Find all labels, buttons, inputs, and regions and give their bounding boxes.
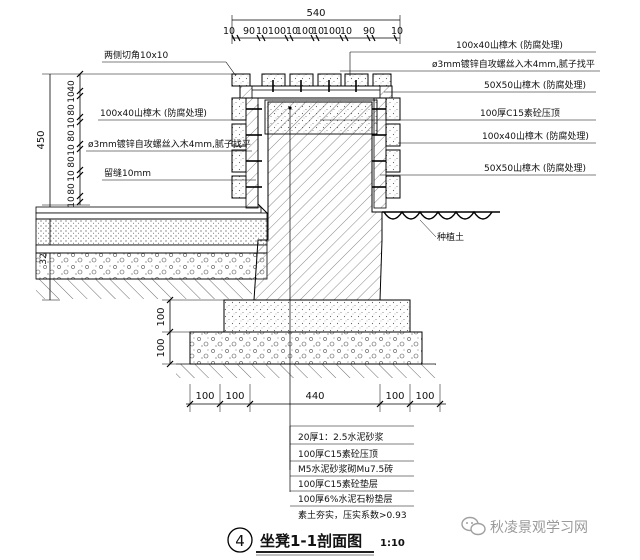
right-callouts: 100x40山樟木 (防腐处理) ø3mm镀锌自攻螺丝入木4mm,腻子找平 50… bbox=[320, 39, 600, 176]
top-seg-3: 10 bbox=[256, 26, 268, 37]
layer-notes: 20厚1：2.5水泥砂浆 100厚C15素砼压顶 M5水泥砂浆砌Mu7.5砖 1… bbox=[289, 425, 414, 521]
callout-right-6: 50X50山樟木 (防腐处理) bbox=[484, 162, 586, 174]
footing-dim-1: 100 bbox=[156, 307, 167, 326]
top-dimension-group: 540 10 90 10 100 10 100 10 100 10 90 10 bbox=[223, 8, 403, 44]
top-seg-9: 10 bbox=[340, 26, 352, 37]
ground-label: 种植土 bbox=[437, 231, 464, 243]
top-total-dimension: 540 bbox=[306, 8, 325, 19]
layer-note-4: 100厚C15素砼垫层 bbox=[298, 478, 378, 490]
callout-right-3: 50X50山樟木 (防腐处理) bbox=[484, 79, 586, 91]
top-seg-8: 100 bbox=[323, 26, 341, 37]
top-seg-5: 10 bbox=[286, 26, 298, 37]
bottom-seg-3: 440 bbox=[305, 391, 324, 402]
watermark-text: 秋凌景观学习网 bbox=[490, 520, 588, 536]
bottom-seg-5: 100 bbox=[415, 391, 434, 402]
callout-right-2: ø3mm镀锌自攻螺丝入木4mm,腻子找平 bbox=[432, 58, 595, 70]
callout-right-5: 100x40山樟木 (防腐处理) bbox=[482, 130, 589, 142]
left-seg-6: 10 bbox=[67, 144, 77, 156]
bottom-dimension-group: 100 100 440 100 100 bbox=[186, 384, 446, 412]
left-total-dimension: 450 bbox=[36, 130, 47, 149]
left-seg-1: 40 bbox=[67, 80, 77, 92]
footing-dim-2: 100 bbox=[156, 338, 167, 357]
callout-left-3: ø3mm镀锌自攻螺丝入木4mm,腻子找平 bbox=[88, 138, 251, 150]
left-seg-4: 10 bbox=[67, 117, 77, 129]
left-callouts: 两侧切角10x10 100x40山樟木 (防腐处理) ø3mm镀锌自攻螺丝入木4… bbox=[86, 49, 256, 181]
callout-right-4: 100厚C15素砼压顶 bbox=[480, 107, 560, 119]
left-seg-3: 80 bbox=[67, 104, 77, 116]
title-scale: 1:10 bbox=[380, 538, 405, 549]
title-number-circle bbox=[227, 527, 253, 553]
bottom-seg-1: 100 bbox=[195, 391, 214, 402]
layer-note-1: 20厚1：2.5水泥砂浆 bbox=[298, 431, 384, 443]
callout-right-1: 100x40山樟木 (防腐处理) bbox=[456, 39, 563, 51]
layer-note-3: M5水泥砂浆砌Mu7.5砖 bbox=[298, 463, 393, 475]
left-seg-9: 80 bbox=[67, 183, 77, 195]
top-seg-2: 90 bbox=[243, 26, 255, 37]
layer-note-5: 100厚6%水泥石粉垫层 bbox=[298, 493, 392, 505]
callout-left-1: 两侧切角10x10 bbox=[104, 49, 169, 61]
wechat-icon bbox=[461, 516, 486, 536]
ground-layers bbox=[35, 206, 268, 299]
bottom-seg-4: 100 bbox=[385, 391, 404, 402]
layer-note-2: 100厚C15素砼压顶 bbox=[298, 448, 378, 460]
top-seg-10: 90 bbox=[363, 26, 375, 37]
bench-section bbox=[176, 73, 436, 470]
title-text: 坐凳1-1剖面图 bbox=[260, 532, 362, 550]
planting-soil: 种植土 bbox=[382, 210, 500, 243]
top-seg-1: 10 bbox=[223, 26, 235, 37]
top-seg-4: 100 bbox=[268, 26, 286, 37]
bottom-seg-2: 100 bbox=[225, 391, 244, 402]
left-seg-2: 10 bbox=[67, 91, 77, 103]
top-seg-7: 10 bbox=[312, 26, 324, 37]
left-seg-8: 10 bbox=[67, 170, 77, 182]
layer-note-6: 素土夯实，压实系数>0.93 bbox=[298, 509, 407, 521]
left-seg-7: 80 bbox=[67, 156, 77, 168]
top-seg-6: 100 bbox=[296, 26, 314, 37]
footing-dimension-group: 100 100 bbox=[156, 296, 224, 368]
watermark: 秋凌景观学习网 bbox=[461, 516, 588, 536]
title-number: 4 bbox=[235, 532, 245, 550]
top-seg-11: 10 bbox=[391, 26, 403, 37]
left-seg-5: 80 bbox=[67, 130, 77, 142]
callout-left-2: 100x40山樟木 (防腐处理) bbox=[100, 107, 207, 119]
drawing-title: 4 坐凳1-1剖面图 1:10 bbox=[227, 527, 405, 556]
callout-left-4: 留缝10mm bbox=[104, 167, 151, 179]
left-seg-10: 10 bbox=[67, 196, 77, 208]
